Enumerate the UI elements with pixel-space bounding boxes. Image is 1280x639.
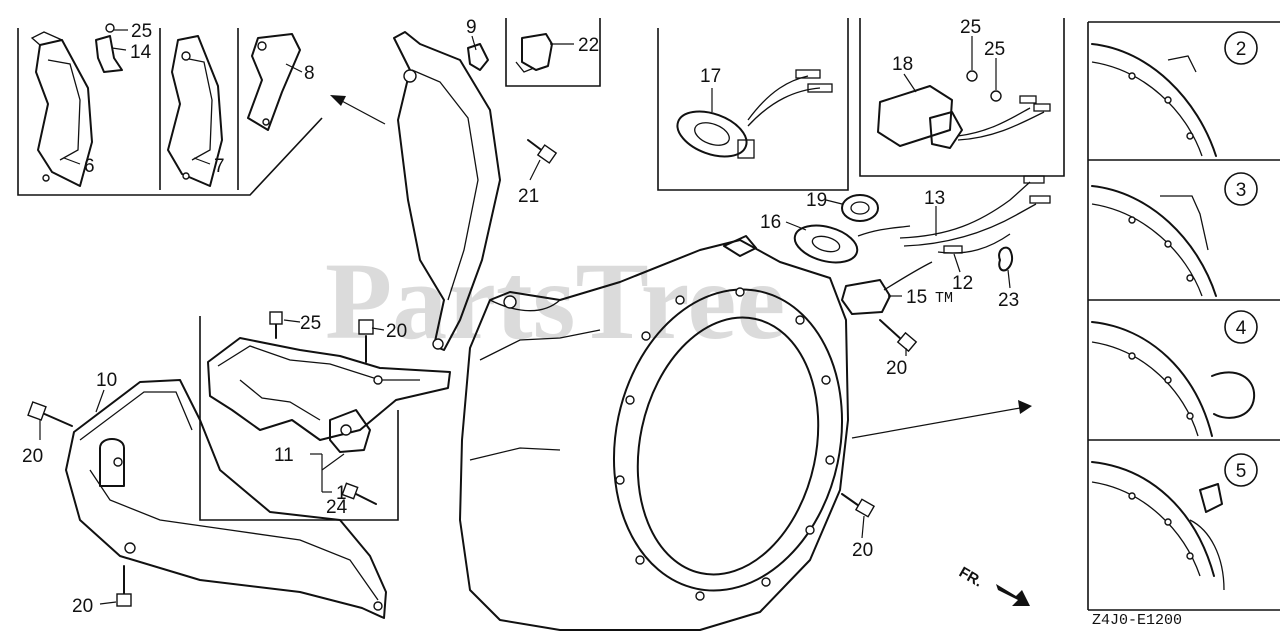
inset-frame-switch-cover <box>859 18 1065 177</box>
callout-1[interactable]: 1 <box>336 483 347 504</box>
part-6-cover[interactable] <box>30 31 93 187</box>
variant-3-detail <box>1091 185 1217 297</box>
callout-24[interactable]: 24 <box>326 497 348 518</box>
part-14-bracket[interactable] <box>95 23 123 73</box>
variant-badge-2-text: 2 <box>1236 39 1247 60</box>
housing-bolt-holes <box>615 287 835 601</box>
part-18-cover[interactable] <box>877 70 1051 149</box>
callout-11[interactable]: 11 <box>274 445 294 466</box>
part-10-lower-shroud[interactable] <box>65 379 387 619</box>
callout-12[interactable]: 12 <box>952 273 973 294</box>
bolt-20-center[interactable] <box>358 319 374 363</box>
part-13-wire[interactable] <box>899 175 1051 247</box>
callout-20[interactable]: 20 <box>852 540 873 561</box>
callout-13[interactable]: 13 <box>924 188 945 209</box>
inset-arrow <box>330 95 386 125</box>
variant-badge-3-text: 3 <box>1236 180 1247 201</box>
callout-25[interactable]: 25 <box>960 17 981 38</box>
front-arrow-icon <box>996 584 1030 606</box>
variant-badge-2[interactable]: 2 <box>1224 31 1258 65</box>
callout-14[interactable]: 14 <box>130 42 152 63</box>
callout-20[interactable]: 20 <box>886 358 907 379</box>
inset-frame-oil-switch <box>657 18 849 191</box>
front-marker: FR. <box>956 564 1030 606</box>
diagram-code: Z4J0-E1200 <box>1092 612 1182 629</box>
callout-10[interactable]: 10 <box>96 370 117 391</box>
bolt-24[interactable] <box>341 482 377 505</box>
bolt-20-left[interactable] <box>27 401 73 427</box>
inset-frame-covers <box>17 28 323 196</box>
fan-housing[interactable] <box>459 235 869 631</box>
air-guide-plate[interactable] <box>393 31 501 351</box>
variant-badge-5-text: 5 <box>1236 461 1247 482</box>
part-16-switch[interactable] <box>791 219 911 268</box>
part-17-switch[interactable] <box>671 69 833 165</box>
front-marker-text: FR. <box>956 564 985 591</box>
variant-badge-4[interactable]: 4 <box>1224 310 1258 344</box>
part-7-cover[interactable] <box>167 35 223 187</box>
callout-25[interactable]: 25 <box>984 39 1005 60</box>
variant-badge-5[interactable]: 5 <box>1224 453 1258 487</box>
callout-6[interactable]: 6 <box>84 156 95 177</box>
inset-frame-clip <box>505 18 601 87</box>
part-19-grommet[interactable] <box>841 194 879 222</box>
variant-4-detail <box>1091 321 1256 437</box>
part-21-bolt[interactable] <box>527 139 558 164</box>
callout-20[interactable]: 20 <box>386 321 407 342</box>
bolt-20-lower[interactable] <box>841 493 876 518</box>
callout-8[interactable]: 8 <box>304 63 315 84</box>
variant-badge-4-text: 4 <box>1236 318 1247 339</box>
callout-15[interactable]: 15 <box>906 287 927 308</box>
callout-16[interactable]: 16 <box>760 212 781 233</box>
part-9-clip[interactable] <box>467 43 489 71</box>
variant-arrow <box>851 400 1032 439</box>
callout-21[interactable]: 21 <box>518 186 539 207</box>
callout-labels: 25 14 6 7 8 9 22 21 17 18 25 25 19 13 16… <box>22 17 1019 617</box>
bolt-20-right[interactable] <box>879 319 918 353</box>
leader-lines <box>39 29 1011 605</box>
callout-17[interactable]: 17 <box>700 66 721 87</box>
callout-23[interactable]: 23 <box>998 290 1019 311</box>
part-15-box[interactable] <box>841 261 933 315</box>
callout-25[interactable]: 25 <box>131 21 152 42</box>
variant-panels <box>1087 21 1280 611</box>
bolt-20-bottom[interactable] <box>116 565 132 607</box>
callout-19[interactable]: 19 <box>806 190 827 211</box>
callout-20[interactable]: 20 <box>72 596 93 617</box>
bolt-25-center[interactable] <box>269 311 283 339</box>
watermark: PartsTree <box>325 240 785 362</box>
part-12-wire[interactable] <box>937 233 1011 254</box>
callout-18[interactable]: 18 <box>892 54 913 75</box>
part-22-clip[interactable] <box>515 33 553 73</box>
variant-5-detail <box>1091 461 1225 591</box>
variant-badge-3[interactable]: 3 <box>1224 172 1258 206</box>
callout-9[interactable]: 9 <box>466 17 477 38</box>
part-11-bracket[interactable] <box>207 337 451 453</box>
callout-20[interactable]: 20 <box>22 446 43 467</box>
callout-7[interactable]: 7 <box>214 156 225 177</box>
part-23-clip[interactable] <box>998 246 1014 272</box>
callout-25[interactable]: 25 <box>300 313 321 334</box>
part-8-cover[interactable] <box>247 33 301 131</box>
watermark-tm: TM <box>935 290 953 307</box>
variant-2-detail <box>1091 43 1217 157</box>
callout-22[interactable]: 22 <box>578 35 599 56</box>
